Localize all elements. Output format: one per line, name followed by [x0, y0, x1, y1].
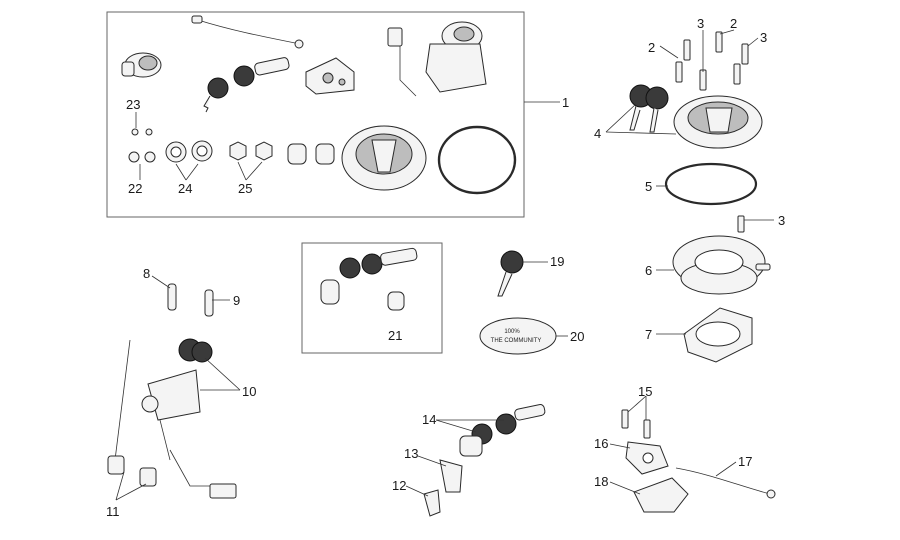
label-12: 12 — [392, 478, 406, 493]
label-2b: 2 — [730, 16, 737, 31]
key-19 — [497, 250, 524, 297]
label-24: 24 — [178, 181, 192, 196]
label-1: 1 — [562, 95, 569, 110]
washers-22 — [128, 151, 156, 163]
keys-pair-box21 — [339, 247, 418, 279]
lock-bracket-13 — [439, 459, 463, 493]
label-15: 15 — [638, 384, 652, 399]
gasket-ring-box1 — [437, 125, 517, 195]
leader-lines — [115, 29, 774, 501]
label-22: 22 — [128, 181, 142, 196]
ignition-unit — [387, 21, 487, 97]
screws-top-right — [675, 31, 749, 91]
label-4: 4 — [594, 126, 601, 141]
label-14: 14 — [422, 412, 436, 427]
nuts-25 — [229, 141, 273, 161]
label-3b: 3 — [760, 30, 767, 45]
lock-latch-12 — [423, 489, 441, 517]
label-13: 13 — [404, 446, 418, 461]
label-2a: 2 — [648, 40, 655, 55]
label-7: 7 — [645, 327, 652, 342]
label-11: 11 — [106, 504, 120, 519]
label-17: 17 — [738, 454, 752, 469]
keys-pair-box1 — [203, 57, 290, 113]
label-8: 8 — [143, 266, 150, 281]
label-16: 16 — [594, 436, 608, 451]
latch-18 — [633, 477, 689, 513]
callout-labels: 1 2 3 2 3 4 5 3 6 7 8 9 10 11 12 13 14 1… — [106, 16, 785, 519]
fuel-cap-box1 — [341, 125, 427, 191]
label-3c: 3 — [778, 213, 785, 228]
badge-text-line2: THE COMMUNITY — [491, 338, 542, 344]
label-19: 19 — [550, 254, 564, 269]
label-9: 9 — [233, 293, 240, 308]
cable-17 — [675, 467, 776, 499]
ignition-switch-10 — [141, 338, 213, 461]
gasket-ring-5 — [664, 162, 758, 206]
label-5: 5 — [645, 179, 652, 194]
label-25: 25 — [238, 181, 252, 196]
label-20: 20 — [570, 329, 584, 344]
fuel-cap-right — [673, 95, 763, 149]
label-21: 21 — [388, 328, 402, 343]
kit-box-1 — [106, 11, 525, 218]
label-6: 6 — [645, 263, 652, 278]
lock-barrel-box21 — [320, 279, 340, 305]
label-10: 10 — [242, 384, 256, 399]
fuel-cap-base-6 — [672, 235, 771, 295]
pin-8 — [167, 283, 177, 311]
bracket-plate — [305, 57, 355, 95]
label-3a: 3 — [697, 16, 704, 31]
barrel-caps — [287, 143, 335, 165]
emblem-badge-20: 100% THE COMMUNITY — [479, 317, 557, 355]
washers-24 — [165, 140, 213, 163]
lock-keys-14 — [459, 404, 546, 457]
lock-barrel-small — [121, 52, 162, 78]
label-18: 18 — [594, 474, 608, 489]
label-23: 23 — [126, 97, 140, 112]
pin-9 — [204, 289, 214, 317]
screws-15 — [621, 409, 651, 439]
barrel-cap-box21 — [387, 291, 405, 311]
small-screws-23 — [131, 128, 153, 136]
keys-pair-right — [629, 84, 669, 133]
connectors-11 — [107, 339, 237, 499]
gasket-16 — [625, 441, 669, 475]
badge-text-line1: 100% — [504, 329, 520, 335]
release-cable — [191, 15, 304, 49]
mounting-plate-7 — [683, 307, 753, 363]
kit-box-21 — [301, 242, 443, 354]
screw-3-lower — [737, 215, 745, 233]
